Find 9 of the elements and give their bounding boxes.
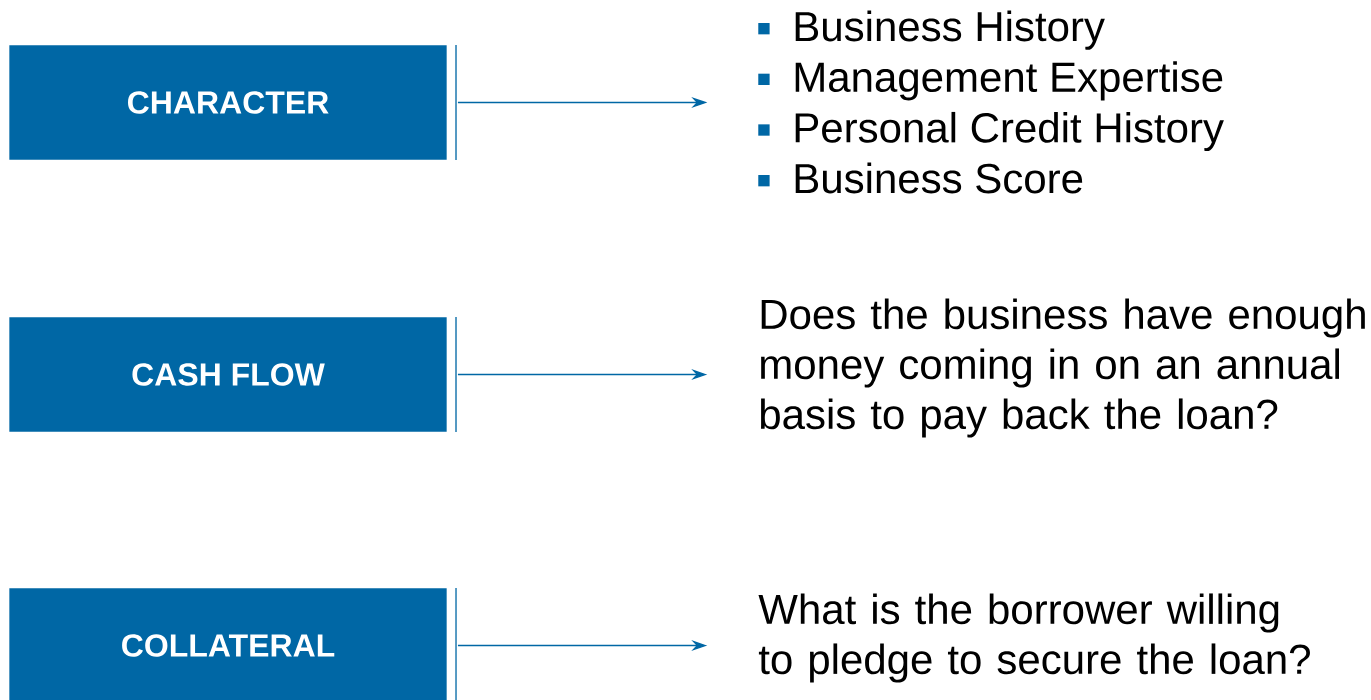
- category-box: CASH FLOW: [9, 317, 447, 432]
- category-box: CHARACTER: [9, 45, 447, 160]
- list-item: Business History: [795, 10, 1105, 50]
- answer-text: What is the borrower willing to pledge to secure the loan?: [758, 593, 1310, 683]
- category-box: COLLATERAL: [9, 588, 447, 700]
- answer-text: Does the business have enough money coming in on an annual basis to pay back the loan?: [760, 298, 1365, 438]
- list-item: Business Score: [795, 162, 1083, 194]
- list-item: Management Expertise: [795, 61, 1223, 101]
- list-item: Personal Credit History: [795, 111, 1224, 152]
